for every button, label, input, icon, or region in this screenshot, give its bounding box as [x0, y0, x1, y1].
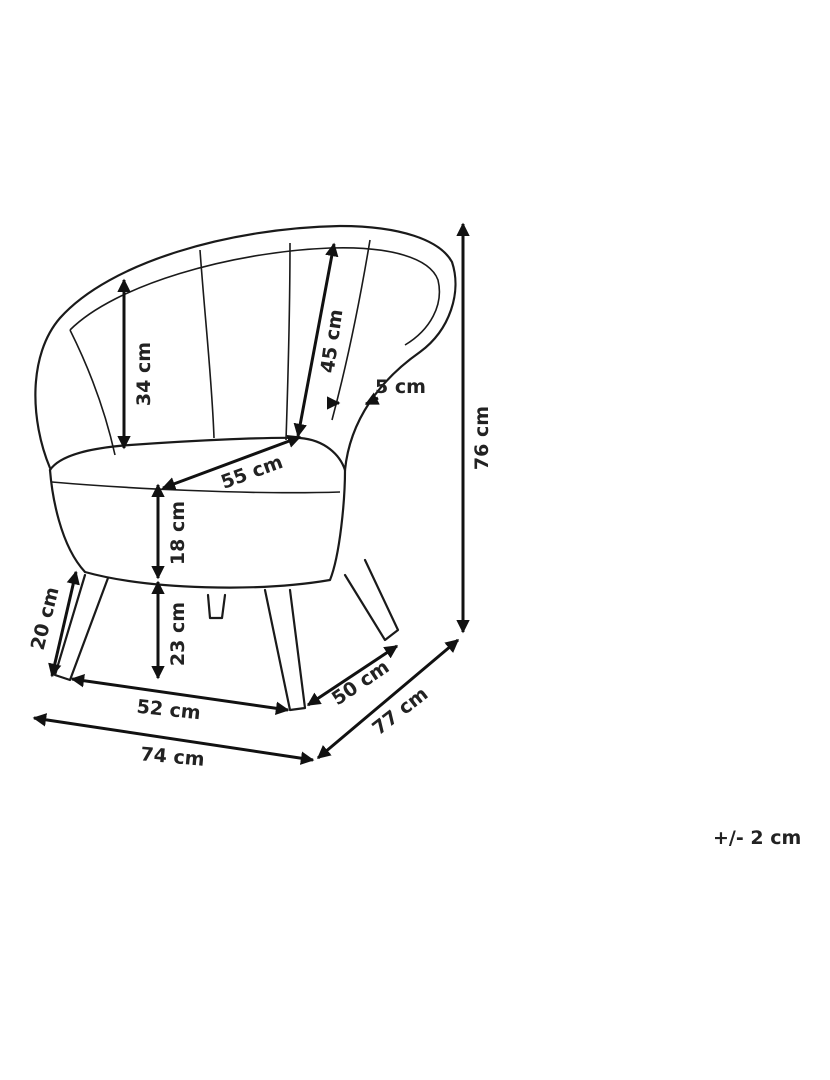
tolerance-note: +/- 2 cm	[713, 827, 802, 849]
label-leg-height: 23 cm	[167, 602, 189, 666]
dimension-lines	[32, 222, 470, 765]
arm-thickness-arrow-right	[364, 392, 380, 406]
label-seat-base-height: 18 cm	[167, 501, 189, 565]
label-arm-thickness: 5 cm	[375, 376, 426, 398]
base-width-arrow	[70, 674, 290, 715]
seat-cushion	[48, 436, 347, 472]
backrest-height-arrow	[293, 242, 339, 438]
channel-line	[199, 249, 215, 439]
label-seat-depth: 55 cm	[218, 451, 286, 494]
shell-inner-rim	[69, 246, 441, 346]
label-overall-width: 74 cm	[140, 743, 206, 771]
overall-depth-arrow	[316, 638, 460, 760]
seat-base	[48, 468, 347, 589]
dimension-labels: 76 cm 45 cm 34 cm 5 cm 55 cm 18 cm 23 cm…	[27, 308, 493, 771]
label-overall-depth: 77 cm	[368, 683, 432, 740]
chair-drawing	[34, 224, 457, 712]
leg-foot-offset-arrow	[48, 570, 80, 678]
leg-back-right	[343, 558, 400, 642]
label-leg-foot-offset: 20 cm	[27, 585, 64, 653]
overall-width-arrow	[32, 713, 315, 765]
leg-front-right	[263, 588, 307, 712]
label-back-inner-height: 34 cm	[133, 342, 155, 406]
leg-back-left	[206, 593, 227, 620]
piping-line	[51, 481, 341, 494]
channel-line	[285, 242, 291, 441]
label-total-height: 76 cm	[471, 406, 493, 470]
label-base-width: 52 cm	[136, 696, 202, 725]
seat-depth-arrow	[161, 434, 302, 491]
shell-outline	[34, 224, 457, 472]
channel-line	[69, 329, 116, 456]
